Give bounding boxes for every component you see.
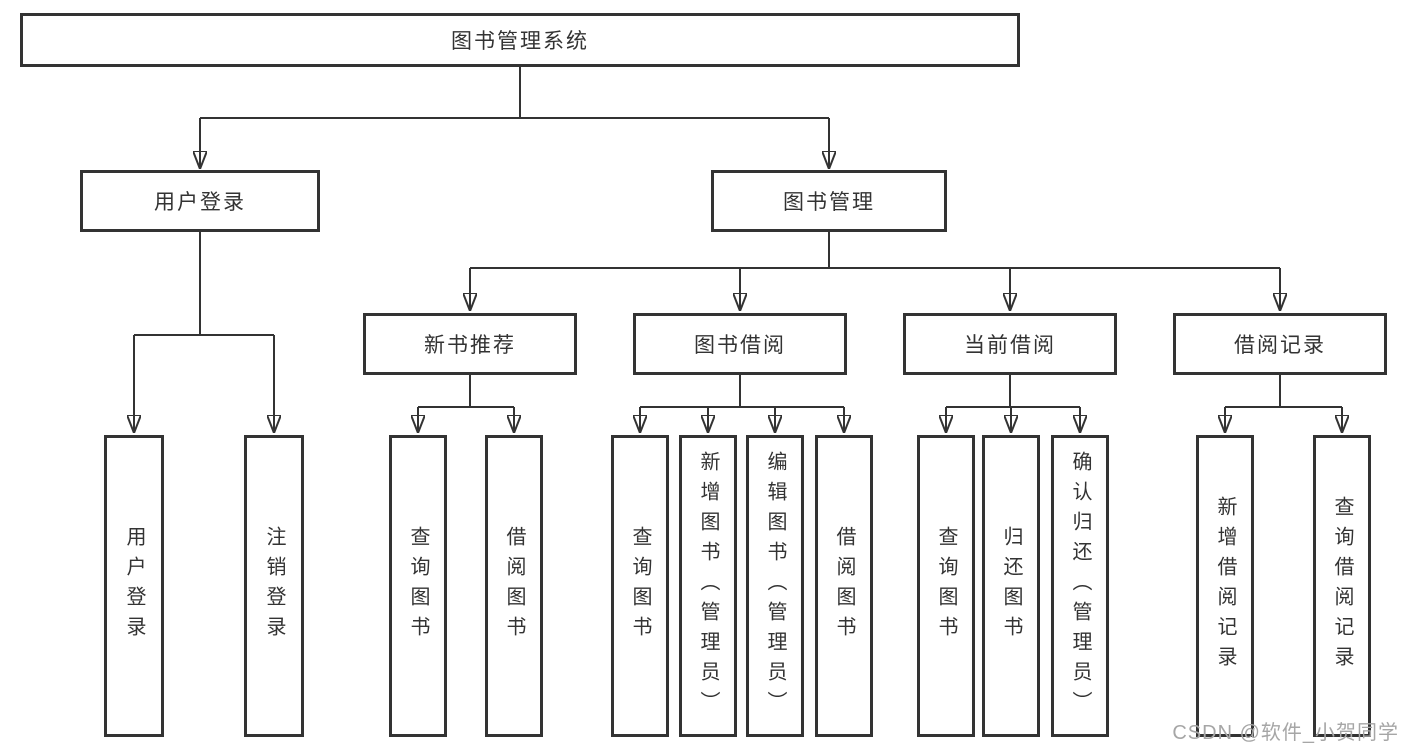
node-label: 当前借阅 [964,334,1056,357]
leaf-label: 借阅图书 [833,526,855,646]
leaf-label: 查询图书 [407,526,429,646]
node-user-login: 用户登录 [80,170,320,232]
leaf-label: 归还图书 [1000,526,1022,646]
node-book-management: 图书管理 [711,170,947,232]
leaf-label: 注销登录 [263,526,285,646]
node-book-borrow: 图书借阅 [633,313,847,375]
node-library-management-system: 图书管理系统 [20,13,1020,67]
csdn-watermark: CSDN @软件_小贺同学 [1172,722,1399,744]
leaf-query-books-2: 查询图书 [611,435,669,737]
leaf-label: 编辑图书（管理员） [764,451,786,721]
leaf-label: 新增借阅记录 [1214,496,1236,676]
leaf-add-borrow-record: 新增借阅记录 [1196,435,1254,737]
leaf-edit-book-admin: 编辑图书（管理员） [746,435,804,737]
leaf-confirm-return-admin: 确认归还（管理员） [1051,435,1109,737]
node-label: 用户登录 [154,191,246,214]
leaf-label: 查询图书 [629,526,651,646]
node-label: 新书推荐 [424,334,516,357]
node-label: 借阅记录 [1234,334,1326,357]
node-label: 图书管理 [783,191,875,214]
leaf-label: 查询借阅记录 [1331,496,1353,676]
node-borrow-records: 借阅记录 [1173,313,1387,375]
leaf-user-login: 用户登录 [104,435,164,737]
leaf-label: 确认归还（管理员） [1069,451,1091,721]
leaf-query-books: 查询图书 [389,435,447,737]
leaf-query-books-3: 查询图书 [917,435,975,737]
node-label: 图书借阅 [694,334,786,357]
leaf-logout: 注销登录 [244,435,304,737]
node-new-book-recommend: 新书推荐 [363,313,577,375]
leaf-return-book: 归还图书 [982,435,1040,737]
leaf-label: 新增图书（管理员） [697,451,719,721]
leaf-label: 借阅图书 [503,526,525,646]
leaf-borrow-book-2: 借阅图书 [815,435,873,737]
leaf-add-book-admin: 新增图书（管理员） [679,435,737,737]
leaf-query-borrow-record: 查询借阅记录 [1313,435,1371,737]
node-current-borrow: 当前借阅 [903,313,1117,375]
leaf-label: 用户登录 [123,526,145,646]
leaf-borrow-book: 借阅图书 [485,435,543,737]
leaf-label: 查询图书 [935,526,957,646]
node-label: 图书管理系统 [451,30,589,53]
